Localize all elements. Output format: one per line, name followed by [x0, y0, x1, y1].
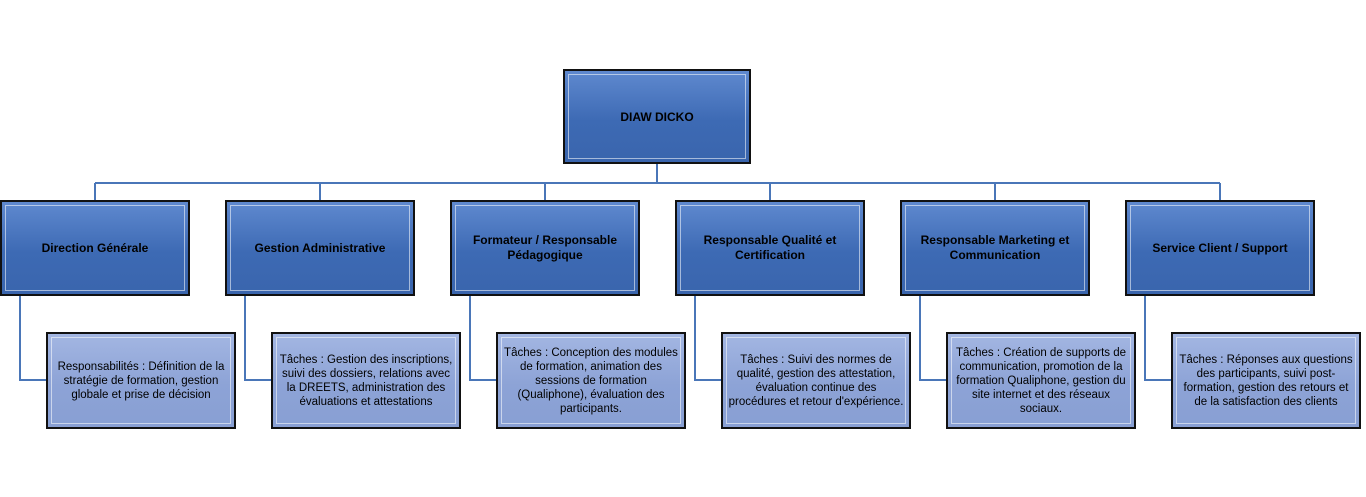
root-node: DIAW DICKO [563, 69, 751, 164]
task-node-gestion-administrative: Tâches : Gestion des inscriptions, suivi… [271, 332, 461, 429]
dept-node-formateur: Formateur / Responsable Pédagogique [450, 200, 640, 296]
task-connector-6 [1144, 296, 1172, 381]
task-text: Tâches : Création de supports de communi… [955, 346, 1127, 415]
dept-node-direction-generale: Direction Générale [0, 200, 190, 296]
dept-label: Formateur / Responsable Pédagogique [472, 233, 618, 262]
dept-label: Service Client / Support [1152, 240, 1288, 255]
dept-label: Gestion Administrative [254, 240, 386, 255]
task-text: Tâches : Suivi des normes de qualité, ge… [728, 353, 904, 408]
task-connector-4 [694, 296, 722, 381]
task-connector-3 [469, 296, 497, 381]
dept-label: Direction Générale [41, 240, 149, 255]
dept-label: Responsable Qualité et Certification [703, 233, 837, 262]
task-node-marketing: Tâches : Création de supports de communi… [946, 332, 1136, 429]
task-connector-1 [19, 296, 47, 381]
task-node-formateur: Tâches : Conception des modules de forma… [496, 332, 686, 429]
task-connector-5 [919, 296, 947, 381]
dept-node-service-client: Service Client / Support [1125, 200, 1315, 296]
root-label: DIAW DICKO [620, 109, 694, 124]
task-node-service-client: Tâches : Réponses aux questions des part… [1171, 332, 1361, 429]
dept-node-qualite: Responsable Qualité et Certification [675, 200, 865, 296]
dept-label: Responsable Marketing et Communication [920, 233, 1070, 262]
dept-node-marketing: Responsable Marketing et Communication [900, 200, 1090, 296]
task-connector-2 [244, 296, 272, 381]
task-node-qualite: Tâches : Suivi des normes de qualité, ge… [721, 332, 911, 429]
dept-node-gestion-administrative: Gestion Administrative [225, 200, 415, 296]
task-text: Responsabilités : Définition de la strat… [57, 360, 225, 401]
task-text: Tâches : Conception des modules de forma… [504, 346, 678, 415]
task-node-direction-generale: Responsabilités : Définition de la strat… [46, 332, 236, 429]
task-text: Tâches : Gestion des inscriptions, suivi… [279, 353, 453, 408]
task-text: Tâches : Réponses aux questions des part… [1179, 353, 1353, 408]
